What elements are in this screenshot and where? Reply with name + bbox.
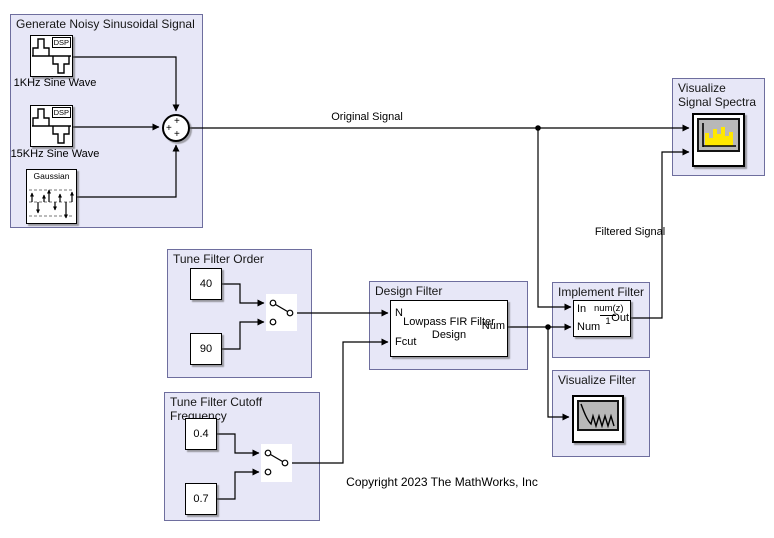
constant-0p4-block[interactable]: 0.4 (185, 418, 217, 450)
dsp-badge: DSP (51, 107, 71, 118)
area-title: Design Filter (375, 284, 443, 298)
wire-const40-to-switch[interactable] (222, 283, 265, 307)
spectrum-analyzer-block[interactable] (692, 113, 745, 167)
area-title: Tune Filter Order (173, 252, 264, 266)
copyright-annotation: Copyright 2023 The MathWorks, Inc (346, 475, 538, 489)
sine-wave-1khz-block[interactable]: DSP (30, 35, 73, 77)
branch-dot-original (535, 125, 541, 131)
wire-original-branch-to-implement[interactable] (537, 128, 572, 311)
lowpass-fir-filter-design-block[interactable]: N Fcut Num Lowpass FIR Filter Design (390, 300, 508, 357)
transfer-fn-numerator: num(z) (594, 303, 624, 314)
gaussian-noise-block[interactable]: Gaussian (26, 169, 77, 224)
constant-value: 40 (199, 278, 213, 290)
wire-num-branch-to-visualize-filter[interactable] (547, 327, 570, 421)
design-block-text-line1: Lowpass FIR Filter (403, 316, 495, 328)
wire-cutoff-switch-to-design-fcut[interactable] (288, 338, 389, 464)
constant-value: 0.4 (193, 428, 209, 440)
block-label-sine-15khz: 15KHz Sine Wave (10, 148, 100, 160)
constant-90-block[interactable]: 90 (190, 333, 222, 365)
filter-response-icon (580, 403, 615, 429)
port-n: N (395, 307, 403, 319)
spectrum-bars-icon (702, 123, 736, 147)
area-title: Visualize Filter (558, 373, 636, 387)
fraction-bar (600, 315, 616, 316)
wire-gaussian-to-sum[interactable] (77, 144, 180, 198)
dsp-badge: DSP (51, 37, 71, 48)
sum-plus-left: + (166, 123, 172, 134)
sum-plus-top: + (174, 116, 180, 127)
manual-switch-cutoff-frequency[interactable] (261, 444, 292, 482)
area-title: Visualize Signal Spectra (678, 81, 757, 109)
signal-label-original: Original Signal (331, 111, 403, 123)
wire-const04-to-switch[interactable] (217, 433, 260, 457)
area-title: Implement Filter (558, 285, 645, 299)
port-num-in: Num (577, 321, 601, 333)
switch-icon (264, 449, 289, 476)
filter-visualizer-block[interactable] (572, 395, 624, 443)
wire-const90-to-switch[interactable] (222, 318, 265, 350)
port-num: Num (481, 320, 505, 332)
switch-icon (269, 299, 294, 326)
block-label-sine-1khz: 1KHz Sine Wave (13, 77, 97, 89)
sum-block[interactable]: + + + (162, 114, 190, 142)
port-fcut: Fcut (395, 336, 417, 348)
constant-40-block[interactable]: 40 (190, 268, 222, 300)
port-in: In (577, 303, 587, 315)
wire-const07-to-switch[interactable] (217, 468, 260, 500)
wire-filtered-signal[interactable] (631, 148, 690, 319)
gaussian-label: Gaussian (33, 171, 70, 181)
staircase-sine-icon (32, 38, 71, 74)
signal-label-filtered: Filtered Signal (594, 226, 666, 238)
manual-switch-filter-order[interactable] (266, 294, 297, 331)
constant-value: 90 (199, 343, 213, 355)
discrete-filter-block[interactable]: In Num Out num(z) 1 (573, 300, 631, 337)
staircase-sine-icon (32, 108, 71, 144)
sum-plus-bottom: + (174, 129, 180, 140)
wire-sine1khz-to-sum[interactable] (73, 56, 180, 112)
constant-0p7-block[interactable]: 0.7 (185, 483, 217, 515)
area-title: Generate Noisy Sinusoidal Signal (16, 17, 195, 31)
gaussian-stem-plot-icon (29, 189, 74, 219)
constant-value: 0.7 (193, 493, 209, 505)
design-block-text-line2: Design (431, 329, 467, 341)
sine-wave-15khz-block[interactable]: DSP (30, 105, 73, 147)
transfer-fn-denominator: 1 (605, 316, 611, 327)
branch-dot-num (545, 324, 551, 330)
